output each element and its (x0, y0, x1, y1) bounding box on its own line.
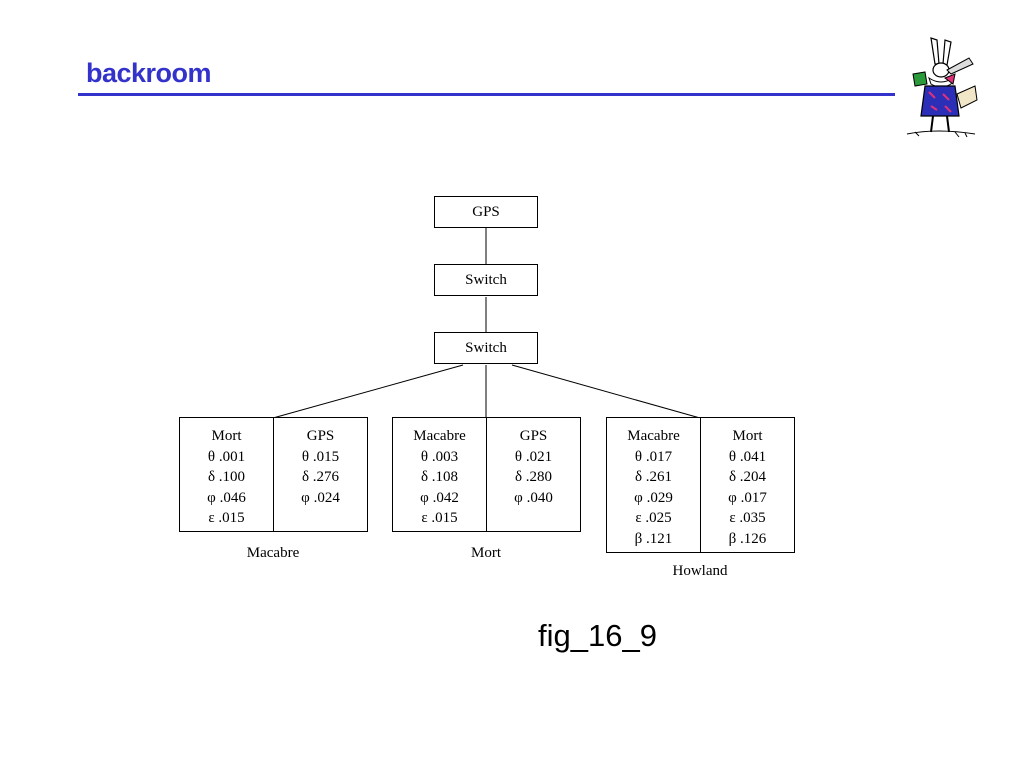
column-header: GPS (519, 428, 548, 444)
measurement-value: ε .015 (421, 510, 458, 526)
measurement-value: δ .204 (728, 469, 767, 485)
link-switch-macabre (272, 364, 464, 419)
group-box-mort: Macabre θ .003 δ .108 φ .042 ε .015 GPS … (392, 417, 581, 532)
measurement-value: β .126 (728, 530, 767, 547)
title-underline (78, 93, 895, 96)
column-header: Mort (211, 428, 242, 444)
measurement-column: GPS θ .021 δ .280 φ .040 (486, 418, 580, 531)
column-header: GPS (306, 428, 335, 444)
figure-caption: fig_16_9 (538, 618, 657, 653)
node-switch-upper: Switch (434, 264, 538, 296)
node-gps: GPS (434, 196, 538, 228)
measurement-value: φ .046 (207, 489, 246, 506)
node-switch-lower: Switch (434, 332, 538, 364)
measurement-value: θ .017 (634, 448, 673, 465)
measurement-value: θ .021 (514, 448, 553, 465)
measurement-value: β .121 (634, 530, 673, 547)
column-header: Mort (732, 428, 763, 444)
group-label-mort: Mort (471, 545, 501, 561)
measurement-column: Macabre θ .017 δ .261 φ .029 ε .025 β .1… (607, 418, 700, 552)
measurement-value: ε .015 (208, 510, 245, 526)
measurement-value: δ .108 (420, 469, 459, 485)
slide-title: backroom (86, 58, 212, 88)
group-box-macabre: Mort θ .001 δ .100 φ .046 ε .015 GPS θ .… (179, 417, 368, 532)
column-header: Macabre (413, 428, 466, 444)
measurement-value: θ .003 (420, 448, 459, 465)
measurement-value: θ .001 (207, 448, 246, 465)
group-box-howland: Macabre θ .017 δ .261 φ .029 ε .025 β .1… (606, 417, 795, 553)
measurement-value: φ .024 (301, 489, 340, 506)
measurement-value: φ .042 (420, 489, 459, 506)
link-switch-howland (511, 364, 701, 419)
measurement-value: θ .041 (728, 448, 767, 465)
measurement-value: δ .100 (207, 469, 246, 485)
measurement-column: GPS θ .015 δ .276 φ .024 (273, 418, 367, 531)
measurement-value: δ .261 (634, 469, 673, 485)
measurement-column: Macabre θ .003 δ .108 φ .042 ε .015 (393, 418, 486, 531)
measurement-value: ε .025 (635, 510, 672, 526)
measurement-value: δ .276 (301, 469, 340, 485)
measurement-value: θ .015 (301, 448, 340, 465)
measurement-value: φ .029 (634, 489, 673, 506)
measurement-value: ε .035 (729, 510, 766, 526)
column-header: Macabre (627, 428, 680, 444)
measurement-value: φ .040 (514, 489, 553, 506)
group-label-howland: Howland (672, 563, 728, 579)
measurement-column: Mort θ .041 δ .204 φ .017 ε .035 β .126 (700, 418, 794, 552)
measurement-value: δ .280 (514, 469, 553, 485)
measurement-column: Mort θ .001 δ .100 φ .046 ε .015 (180, 418, 273, 531)
measurement-value: φ .017 (728, 489, 767, 506)
white-rabbit-herald-icon (906, 37, 978, 138)
group-label-macabre: Macabre (246, 545, 300, 561)
